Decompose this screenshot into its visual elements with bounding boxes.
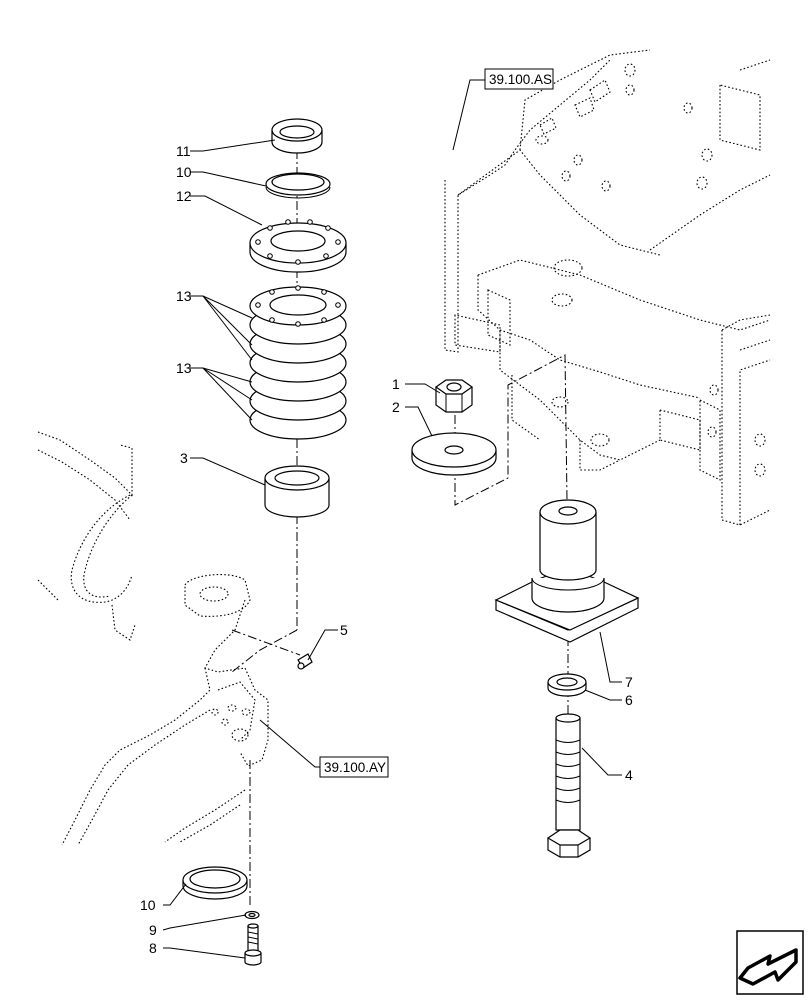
callout-13-upper: 13 [176,288,192,304]
left-body-outline [37,431,136,641]
callout-3: 3 [180,450,188,466]
callout-5: 5 [340,622,348,638]
reference-label-39-100-ay: 39.100.AY [324,760,386,775]
callout-4: 4 [625,767,633,783]
part-5-grease-fitting [297,653,313,670]
callout-6: 6 [625,692,633,708]
callout-11: 11 [176,143,191,159]
callout-10-upper: 10 [176,164,192,180]
part-3-bushing [264,465,330,518]
part-12-flange-plate [249,219,347,273]
reference-box-39-100-as[interactable]: 39.100.AS [484,68,554,90]
callout-12: 12 [176,188,192,204]
part-7-pivot-pin-plate [494,499,640,643]
reference-box-39-100-ay[interactable]: 39.100.AY [319,756,389,778]
callout-7: 7 [625,674,633,690]
leader-lines [162,79,622,959]
arrow-left-down-icon[interactable] [736,930,804,995]
callout-2: 2 [392,399,400,415]
callout-13-lower: 13 [176,360,192,376]
reference-label-39-100-as: 39.100.AS [489,72,552,87]
arm-bracket [61,574,269,846]
callout-labels: 11 10 12 13 13 3 1 2 5 7 6 4 10 9 8 [140,143,633,956]
part-4-bolt [546,713,592,858]
part-9-small-washer [244,910,260,920]
part-2-washer [411,432,497,476]
chassis-frame [444,49,771,526]
part-10-seal-ring-upper [265,172,331,199]
callout-1: 1 [392,376,400,392]
part-8-screw [244,923,262,966]
callout-8: 8 [149,940,157,956]
part-13-shim-stack [249,285,347,440]
part-1-nut [434,379,474,413]
part-10-seal-ring-lower [182,866,248,900]
part-6-washer [547,673,587,697]
callout-10-lower: 10 [140,897,156,913]
part-11-bushing-ring [271,118,323,154]
callout-9: 9 [149,922,157,938]
